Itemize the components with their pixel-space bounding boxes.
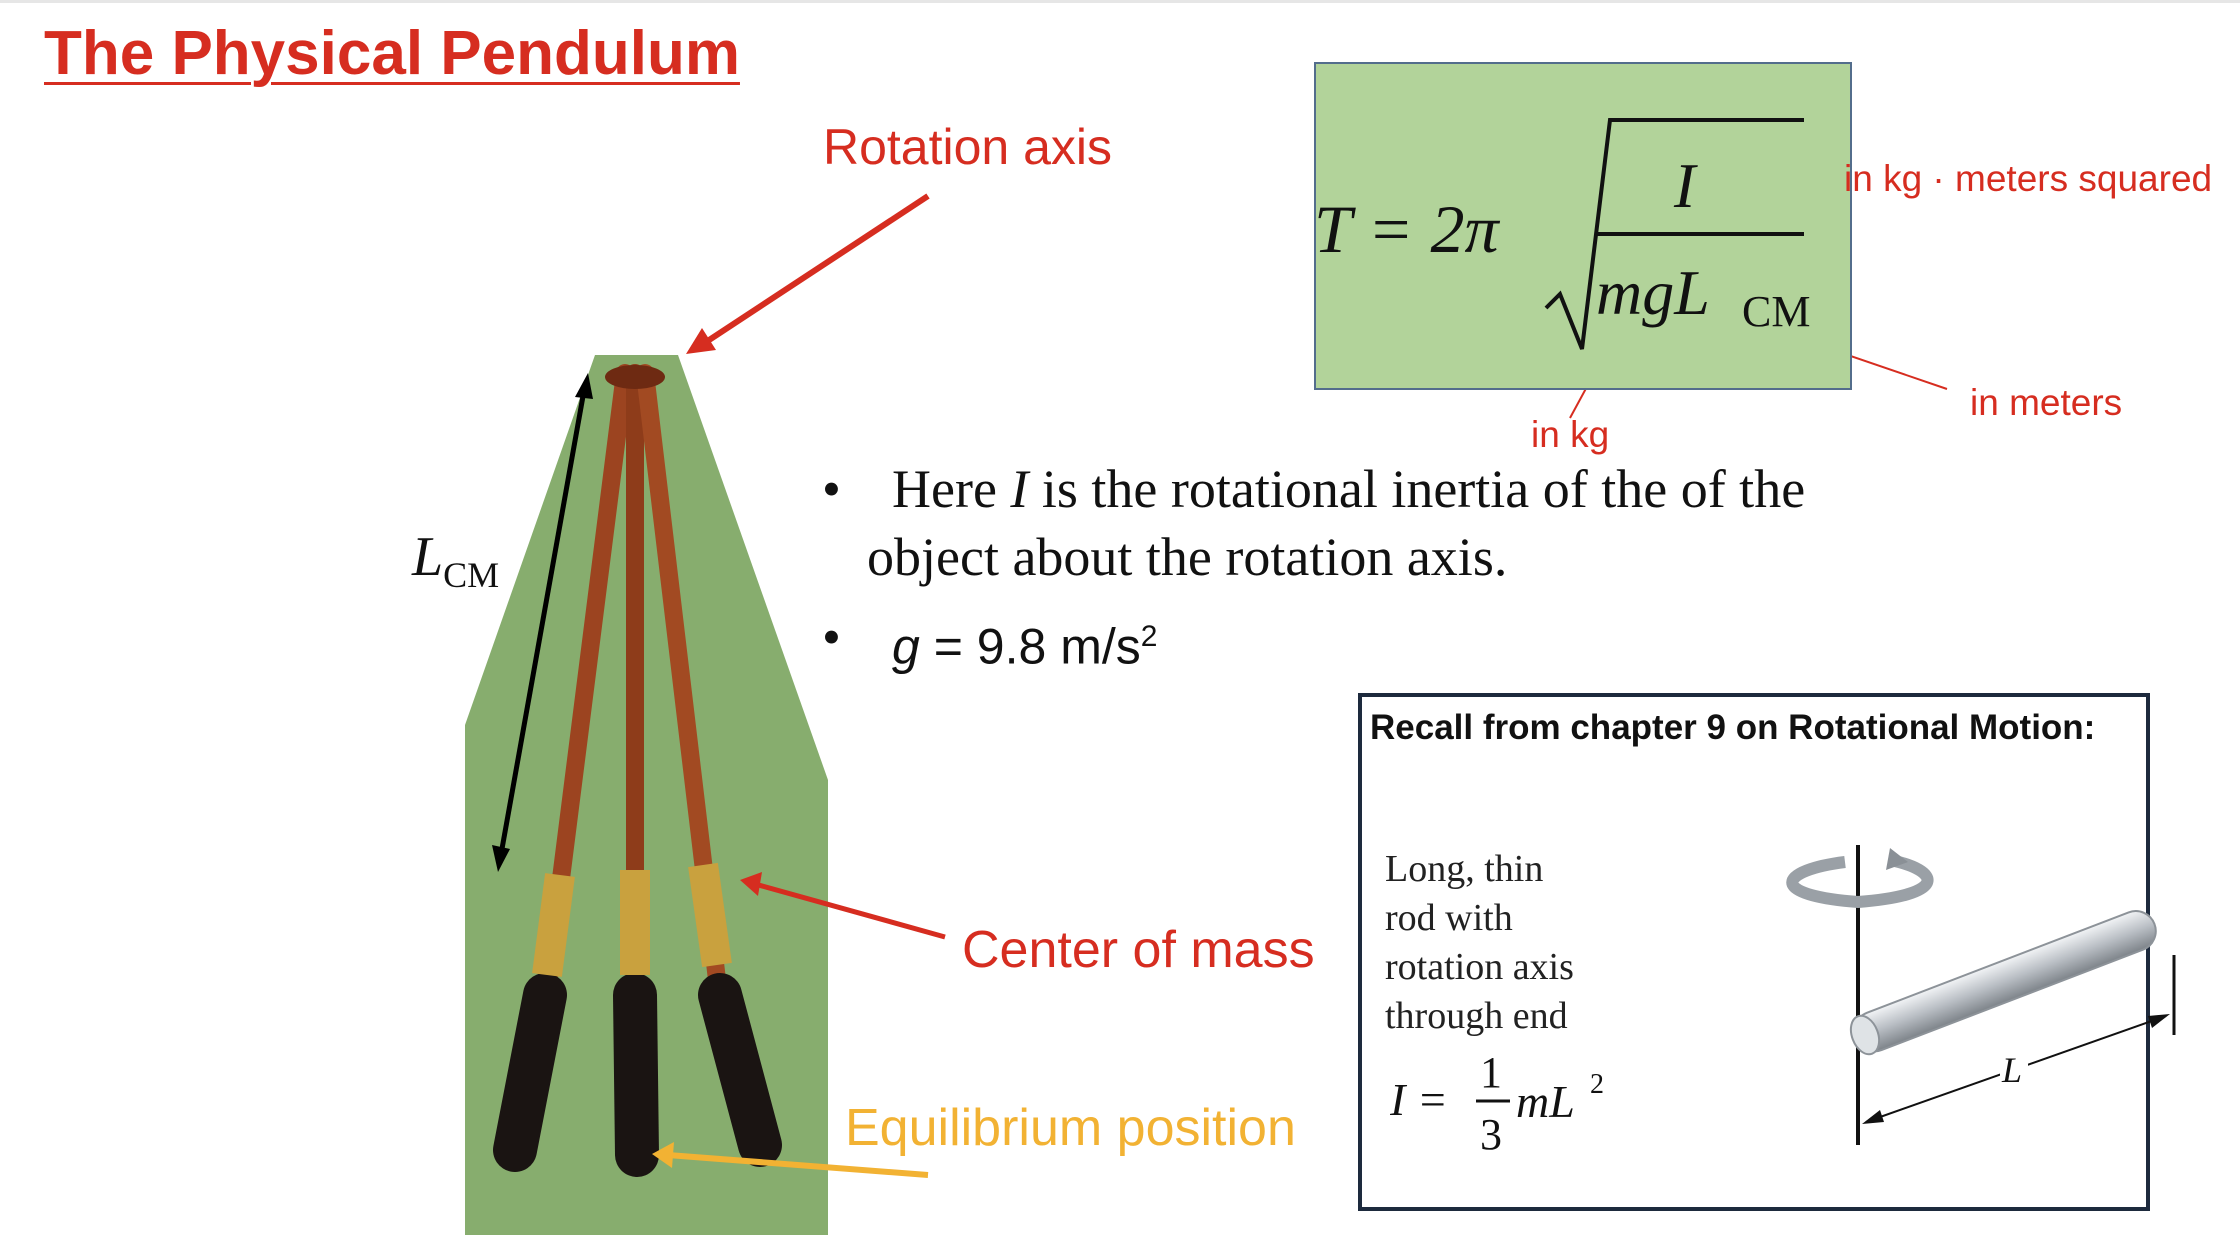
formula-denominator: mgL — [1596, 257, 1710, 328]
rotation-axis-arrow — [698, 193, 930, 349]
lcm-double-arrow — [492, 373, 593, 872]
center-of-mass-arrow — [754, 881, 946, 940]
rotation-direction-icon — [1786, 854, 1934, 909]
bullet-dot-2: • — [822, 607, 841, 667]
mass-unit-note: in kg — [1531, 414, 1610, 455]
rotation-axis-label: Rotation axis — [823, 119, 1113, 175]
rod-illustration: L — [1786, 845, 2176, 1145]
bat-right — [636, 364, 782, 1167]
bat-left — [493, 364, 634, 1172]
bullet-1-line-2: object about the rotation axis. — [867, 527, 1508, 587]
svg-text:mL: mL — [1516, 1076, 1575, 1127]
numerator-unit-note: in kg · meters squared — [1844, 158, 2213, 199]
bullet-dot-1: • — [822, 459, 841, 519]
recall-box — [1358, 693, 2150, 1211]
formula-denominator-sub: CM — [1742, 287, 1810, 336]
formula-numerator: I — [1673, 150, 1698, 221]
rod-length-label: L — [2001, 1050, 2022, 1090]
formula-lhs: T = 2π — [1314, 191, 1500, 267]
slide-title: The Physical Pendulum — [44, 19, 740, 88]
rod-description: Long, thin rod with rotation axis throug… — [1385, 848, 1574, 1037]
bullet-1-line-1: Here I is the rotational inertia of the … — [892, 459, 1806, 519]
svg-text:I =: I = — [1390, 1074, 1448, 1125]
baseball-bats-illustration — [465, 355, 828, 1235]
bat-middle — [613, 364, 659, 1177]
top-divider — [0, 0, 2240, 3]
period-formula: T = 2π I mgL CM — [1314, 118, 1810, 350]
svg-text:3: 3 — [1480, 1110, 1502, 1159]
equilibrium-position-label: Equilibrium position — [845, 1099, 1296, 1157]
svg-text:2: 2 — [1590, 1069, 1604, 1100]
rod-inertia-formula: I = 1 3 mL 2 — [1390, 1048, 1604, 1159]
recall-title: Recall from chapter 9 on Rotational Moti… — [1370, 708, 2096, 747]
length-unit-note: in meters — [1970, 382, 2123, 423]
lcm-label: LCM — [412, 526, 500, 596]
svg-text:1: 1 — [1480, 1048, 1502, 1097]
bullet-2: g = 9.8 m/s2 — [892, 618, 1158, 675]
center-of-mass-label: Center of mass — [962, 921, 1315, 979]
equilibrium-arrow — [667, 1152, 929, 1178]
